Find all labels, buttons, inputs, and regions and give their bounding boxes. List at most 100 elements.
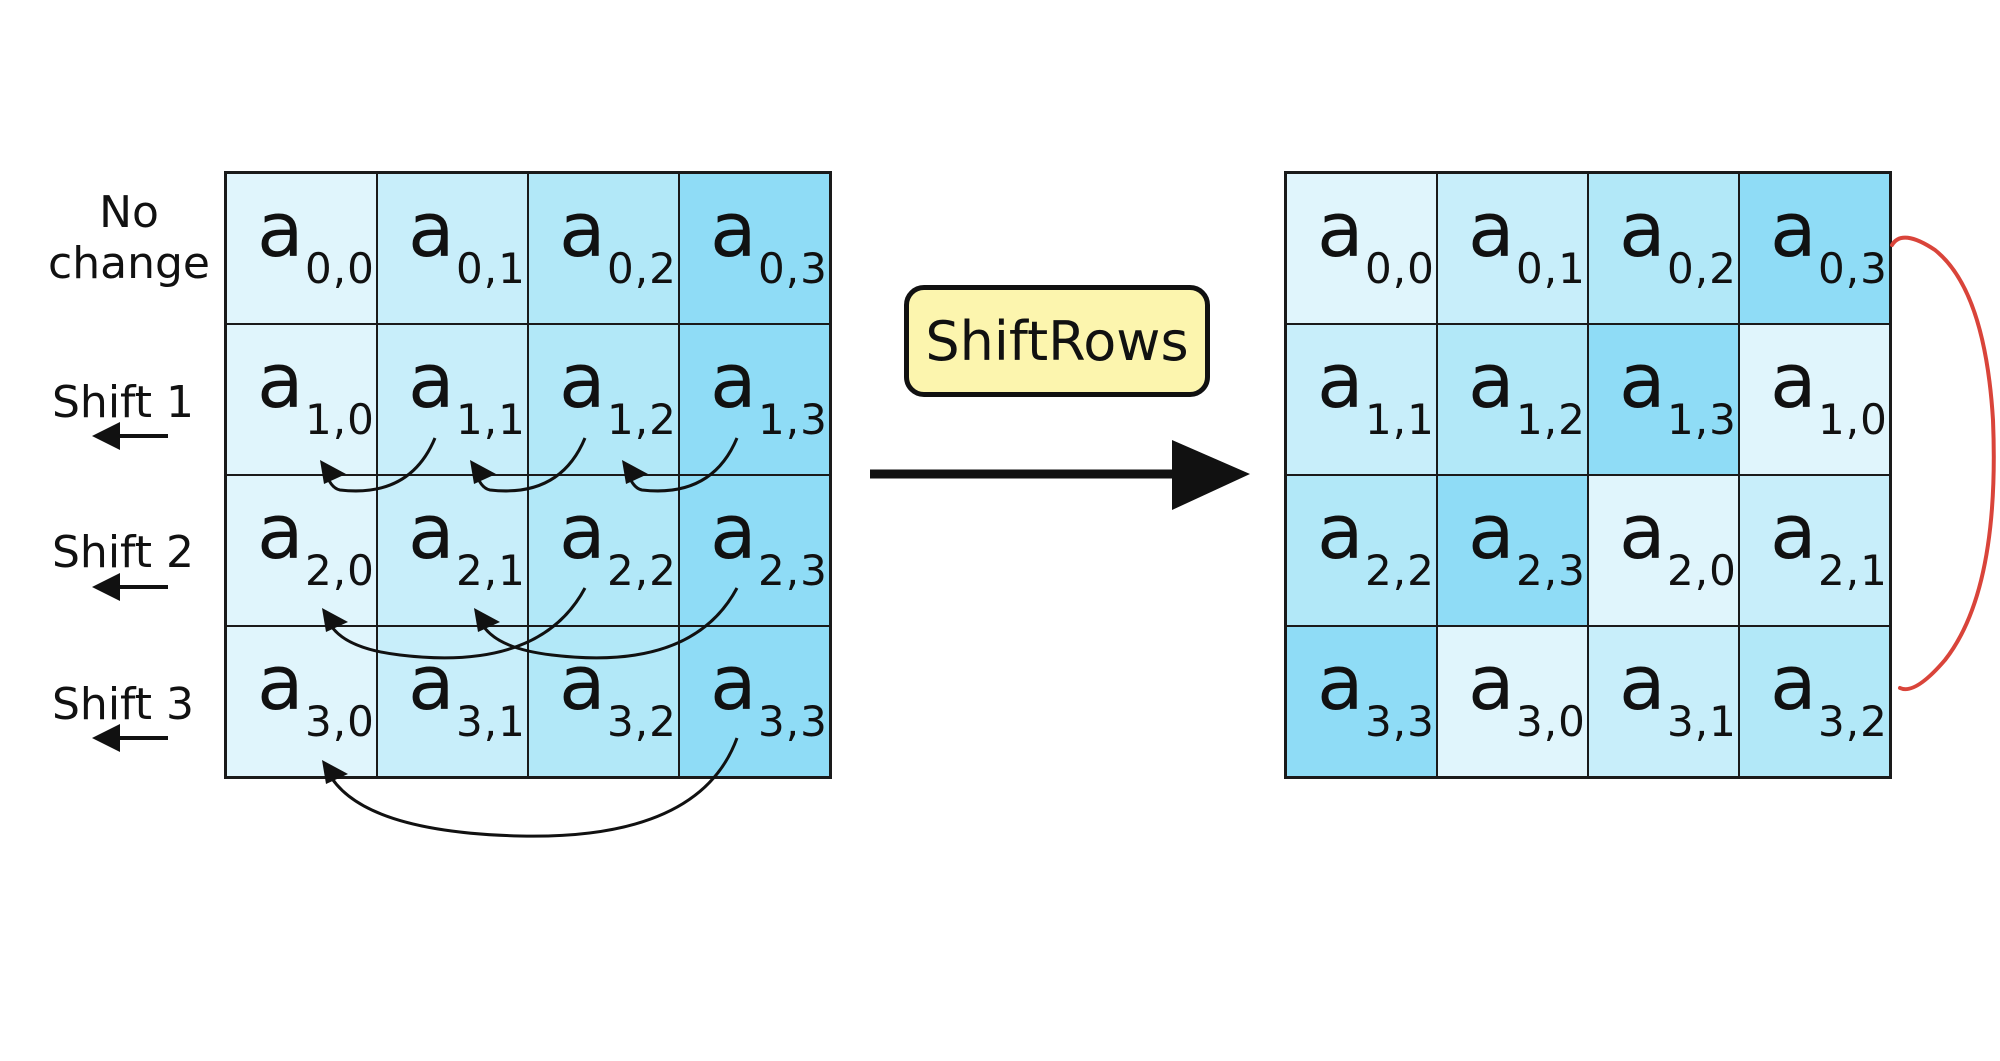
cell-base-letter: a — [1317, 487, 1364, 576]
cell-base-letter: a — [1770, 185, 1817, 274]
cell-subscript: 0,0 — [305, 244, 375, 293]
cell-subscript: 2,2 — [1365, 546, 1435, 595]
cell-subscript: 3,2 — [607, 697, 677, 746]
cell-base-letter: a — [408, 336, 455, 425]
cell-base-letter: a — [1468, 638, 1515, 727]
cell-base-letter: a — [1317, 336, 1364, 425]
cell-subscript: 1,1 — [456, 395, 526, 444]
cell-base-letter: a — [1317, 185, 1364, 274]
cell-subscript: 0,3 — [758, 244, 828, 293]
cell-base-letter: a — [408, 487, 455, 576]
curve-r1-a — [323, 437, 437, 493]
transform-arrow-icon — [870, 440, 1250, 510]
cell-subscript: 3,1 — [456, 697, 526, 746]
row2-shift-curves — [326, 587, 739, 660]
curve-r2-a — [326, 587, 587, 660]
cell-base-letter: a — [1317, 638, 1364, 727]
cell-base-letter: a — [408, 185, 455, 274]
cell-subscript: 3,0 — [305, 697, 375, 746]
cell-base-letter: a — [1619, 185, 1666, 274]
row3-shift-curve — [326, 737, 739, 838]
cell-subscript: 3,3 — [1365, 697, 1435, 746]
cell-subscript: 3,1 — [1667, 697, 1737, 746]
cell-base-letter: a — [1619, 638, 1666, 727]
cell-subscript: 2,3 — [758, 546, 828, 595]
cell-base-letter: a — [1770, 487, 1817, 576]
curve-r1-b — [473, 437, 587, 493]
cell-subscript: 2,0 — [1667, 546, 1737, 595]
shiftrows-label-box: ShiftRows — [904, 285, 1210, 397]
cell-subscript: 0,1 — [456, 244, 526, 293]
cell-subscript: 1,0 — [1818, 395, 1888, 444]
cell-subscript: 0,0 — [1365, 244, 1435, 293]
cell-subscript: 1,0 — [305, 395, 375, 444]
shift-arrow-icon-2 — [92, 573, 168, 601]
cell-base-letter: a — [257, 336, 304, 425]
cell-base-letter: a — [257, 487, 304, 576]
row-label-shift-1: Shift 1 — [52, 377, 194, 428]
cell-base-letter: a — [1770, 336, 1817, 425]
cell-subscript: 0,1 — [1516, 244, 1586, 293]
cell-subscript: 2,1 — [1818, 546, 1888, 595]
cell-subscript: 1,2 — [1516, 395, 1586, 444]
row-label-shift-2: Shift 2 — [52, 527, 194, 578]
cell-base-letter: a — [710, 487, 757, 576]
cell-subscript: 0,2 — [1667, 244, 1737, 293]
curve-r1-c — [625, 437, 739, 493]
cell-subscript: 1,2 — [607, 395, 677, 444]
annotation-bracket — [1890, 235, 1996, 692]
cell-subscript: 2,1 — [456, 546, 526, 595]
cell-subscript: 2,2 — [607, 546, 677, 595]
shift-arrow-icon-1 — [92, 422, 168, 450]
row3-arrowhead — [322, 760, 348, 784]
cell-subscript: 3,0 — [1516, 697, 1586, 746]
cell-base-letter: a — [1468, 185, 1515, 274]
cell-subscript: 2,3 — [1516, 546, 1586, 595]
cell-subscript: 0,3 — [1818, 244, 1888, 293]
cell-base-letter: a — [1468, 336, 1515, 425]
cell-base-letter: a — [710, 638, 757, 727]
cell-subscript: 3,3 — [758, 697, 828, 746]
cell-base-letter: a — [257, 638, 304, 727]
row-label-shift-3: Shift 3 — [52, 679, 194, 730]
cell-subscript: 2,0 — [305, 546, 375, 595]
cell-base-letter: a — [1619, 487, 1666, 576]
cell-base-letter: a — [1770, 638, 1817, 727]
curve-r2-b — [478, 587, 739, 660]
cell-subscript: 1,3 — [1667, 395, 1737, 444]
cell-subscript: 1,1 — [1365, 395, 1435, 444]
cell-base-letter: a — [257, 185, 304, 274]
row2-arrowheads — [322, 608, 500, 632]
cell-subscript: 0,2 — [607, 244, 677, 293]
cell-base-letter: a — [559, 487, 606, 576]
